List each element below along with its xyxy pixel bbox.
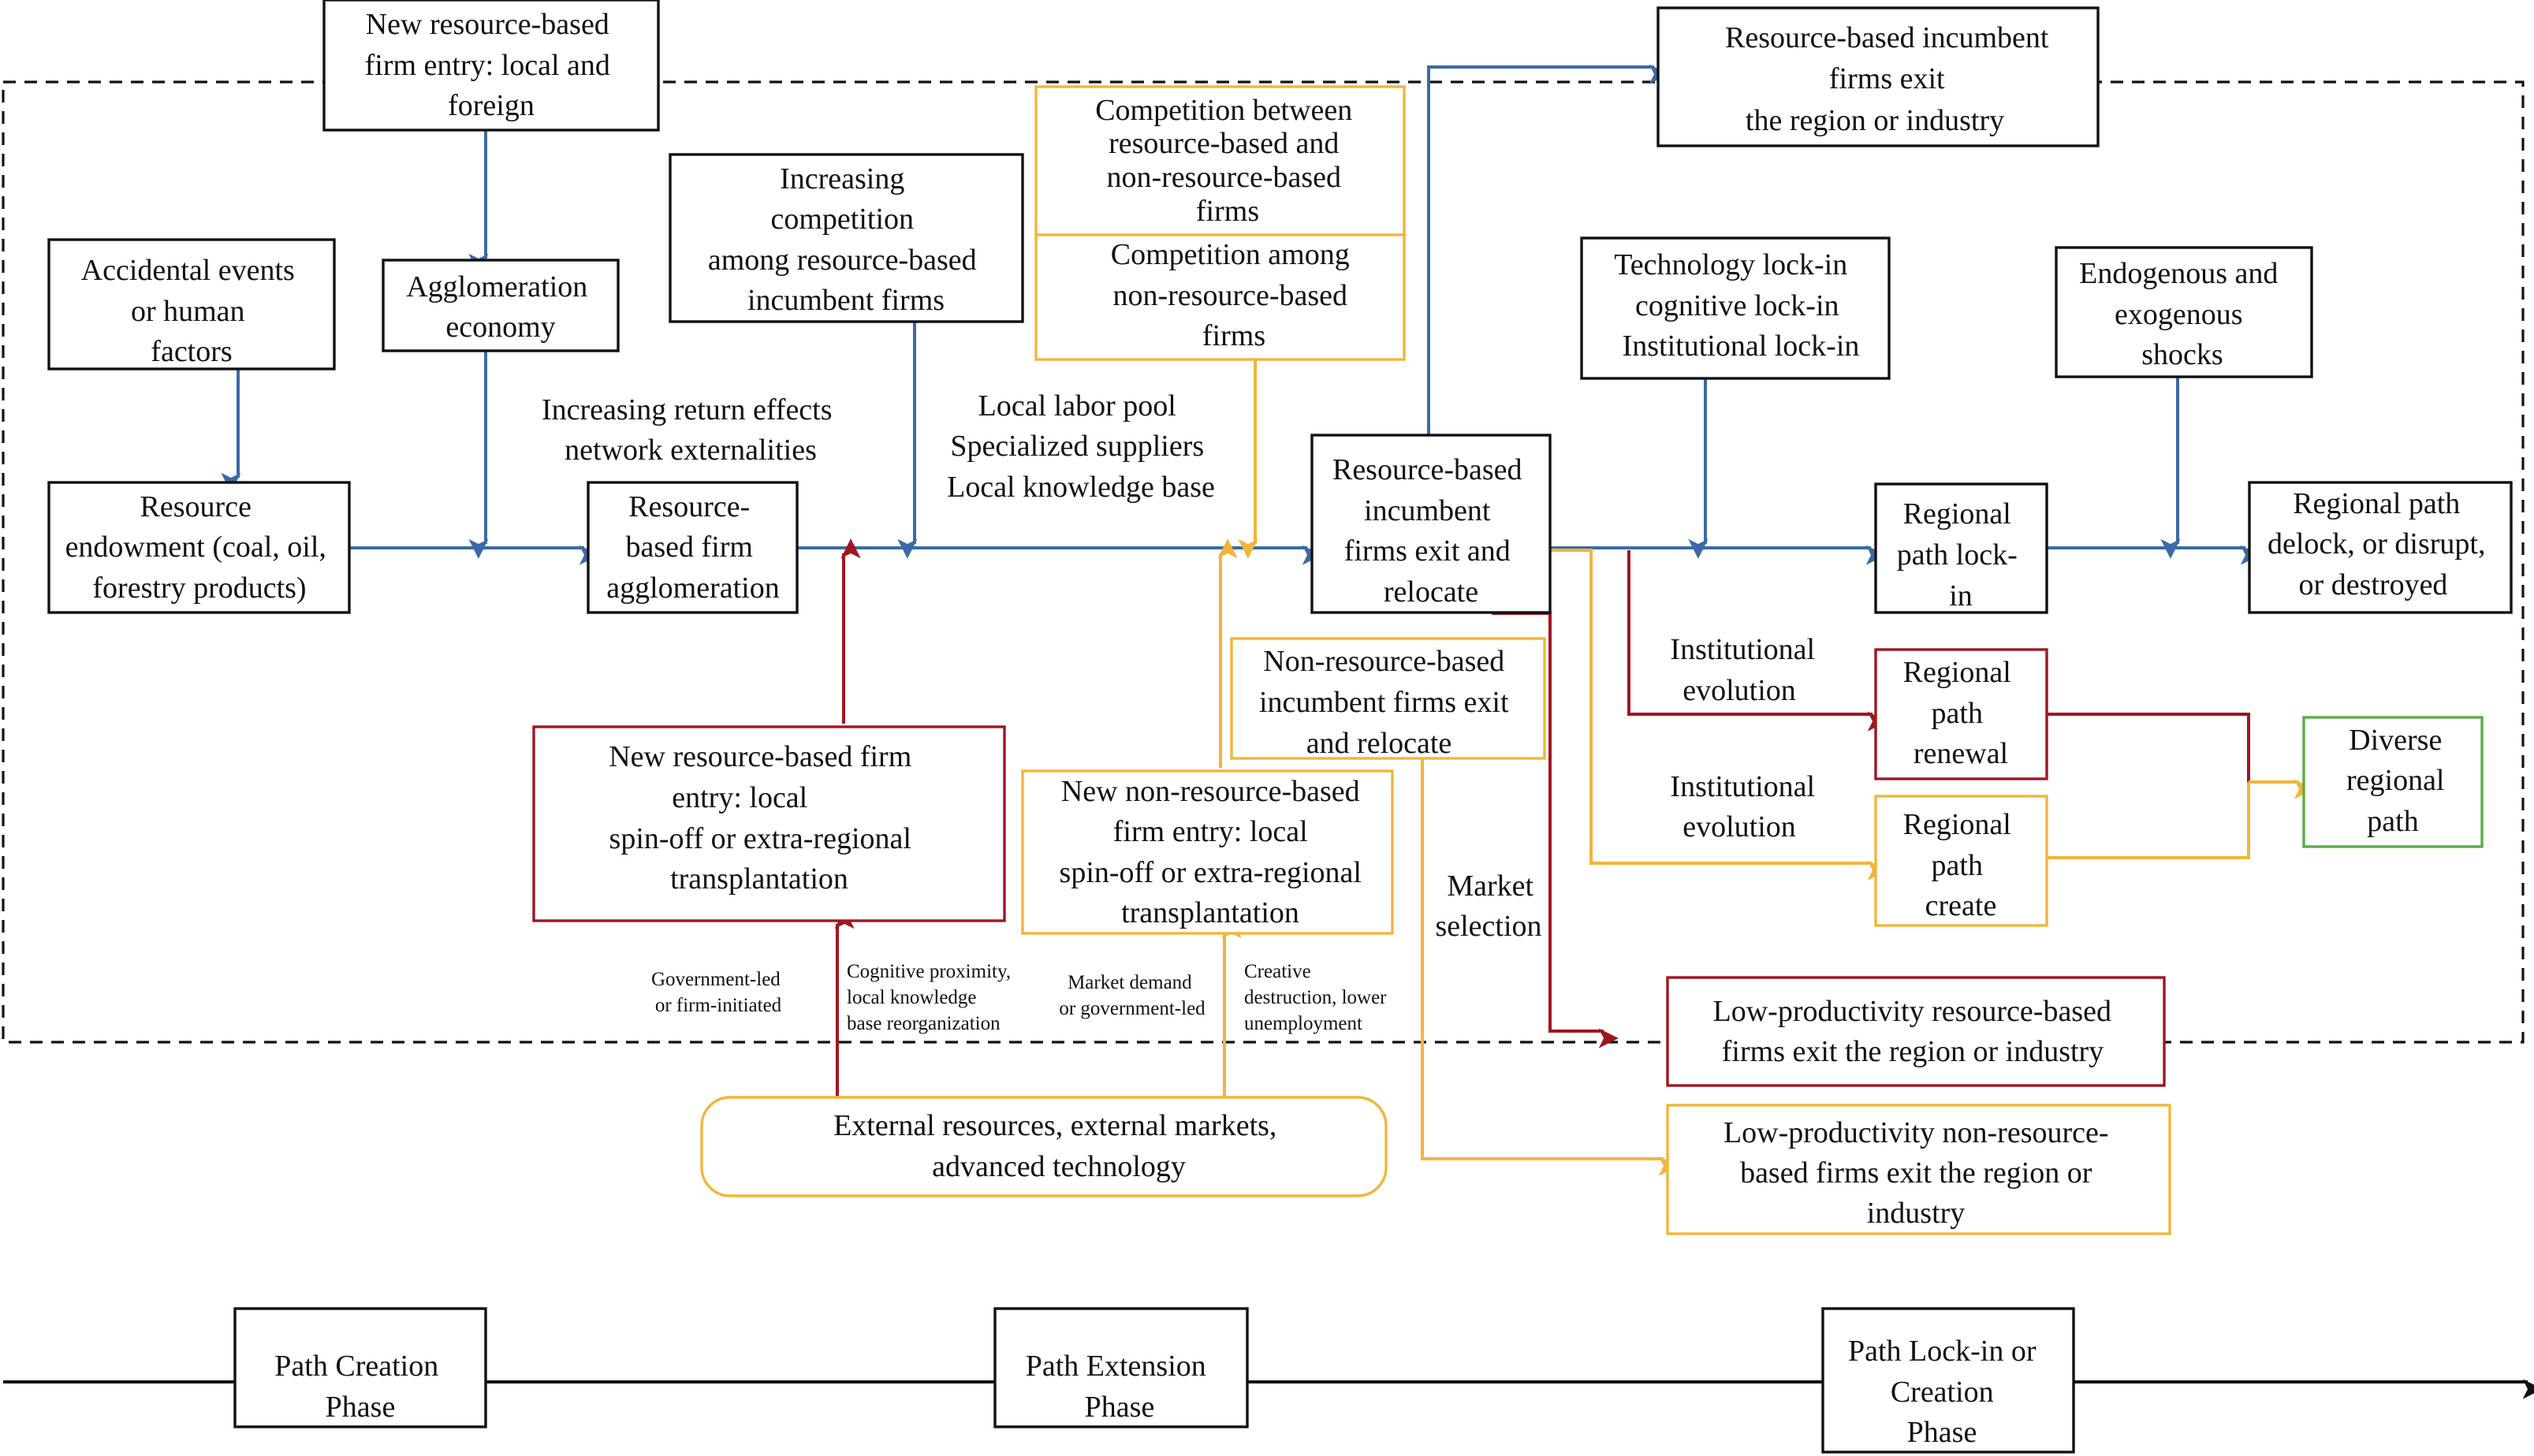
labor-pool-label: Local labor pool Specialized suppliers L…	[947, 389, 1215, 504]
new-resource-spinoff-box	[532, 725, 1006, 922]
competition-among-nonresource-text: Competition among non-resource-based fir…	[1111, 238, 1357, 352]
new-resource-spinoff-text: New resource-based firm entry: local spi…	[609, 740, 919, 896]
lockin-types-box	[1580, 236, 1891, 380]
line-create-to-diverse	[2047, 782, 2250, 859]
phase-lockin-text: Path Lock-in or Creation Phase	[1848, 1335, 2044, 1449]
path-delock-text: Regional path delock, or disrupt, or des…	[2268, 487, 2493, 601]
connectors	[3, 64, 2534, 1399]
low-prod-resource-box	[1666, 976, 2166, 1087]
path-renewal-box	[1874, 648, 2048, 780]
path-lockin-box	[1874, 482, 2048, 614]
nonresource-exit-text: Non-resource-based incumbent firms exit …	[1259, 645, 1516, 760]
return-effects-label: Increasing return effects network extern…	[542, 393, 840, 467]
resource-endowment-text: Resource endowment (coal, oil, forestry …	[65, 490, 334, 605]
resource-endowment-box	[47, 481, 351, 614]
competition-between-box	[1034, 85, 1406, 236]
incumbent-exit-relocate-box	[1310, 434, 1552, 614]
increasing-competition-text: Increasing competition among resource-ba…	[708, 162, 984, 317]
shocks-text: Endogenous and exogenous shocks	[2079, 257, 2286, 371]
shocks-box	[2055, 246, 2313, 378]
low-prod-nonresource-box	[1666, 1104, 2171, 1235]
external-resources-text: External resources, external markets, ad…	[833, 1109, 1284, 1183]
line-renewal-to-diverse	[2047, 713, 2250, 782]
market-selection-label: Market selection	[1435, 870, 1541, 943]
competition-between-text: Competition between resource-based and n…	[1095, 94, 1360, 228]
phase-creation-text: Path Creation Phase	[274, 1350, 445, 1424]
path-create-text: Regional path create	[1903, 808, 2019, 922]
competition-among-nonresource-box	[1034, 233, 1406, 361]
incumbent-exit-relocate-text: Resource-based incumbent firms exit and …	[1332, 453, 1530, 609]
edge-labels: Increasing return effects network extern…	[542, 389, 1822, 1034]
arrow-incumbent-to-exit-region	[1427, 64, 1669, 435]
nonresource-exit-box	[1230, 637, 1546, 760]
institutional-evolution-label-2: Institutional evolution	[1670, 770, 1822, 843]
external-resources-box	[700, 1096, 1388, 1197]
resource-agglomeration-box	[587, 481, 799, 614]
agglomeration-economy-text: Agglomeration economy	[406, 270, 595, 344]
arrow-create-branch	[1550, 549, 1887, 881]
path-lockin-text: Regional path lock- in	[1897, 497, 2025, 613]
cognitive-proximity-label: Cognitive proximity, local knowledge bas…	[847, 961, 1015, 1034]
accidental-events-text: Accidental events or human factors	[81, 254, 303, 368]
phase-creation-box	[233, 1307, 487, 1428]
incumbent-exit-region-text: Resource-based incumbent firms exit the …	[1725, 21, 2056, 137]
new-nonresource-spinoff-box	[1021, 769, 1394, 935]
path-renewal-text: Regional path renewal	[1903, 656, 2019, 770]
agglomeration-economy-box	[382, 259, 620, 352]
low-prod-resource-text: Low-productivity resource-based firms ex…	[1713, 995, 2119, 1068]
diverse-path-text: Diverse regional path	[2346, 724, 2452, 838]
new-firm-entry-text: New resource-based firm entry: local and…	[365, 8, 618, 122]
institutional-evolution-label-1: Institutional evolution	[1670, 633, 1822, 707]
resource-agglomeration-text: Resource- based firm agglomeration	[606, 490, 779, 605]
new-firm-entry-box	[322, 0, 660, 132]
path-delock-box	[2248, 481, 2513, 614]
new-nonresource-spinoff-text: New non-resource-based firm entry: local…	[1060, 775, 1369, 929]
arrow-market-selection-nonresource	[1421, 758, 1679, 1176]
incumbent-exit-region-box	[1656, 6, 2100, 147]
dashed-frame	[2, 80, 2525, 1044]
phase-extension-box	[993, 1307, 1249, 1428]
phase-extension-text: Path Extension Phase	[1026, 1350, 1214, 1424]
gov-led-label: Government-led or firm-initiated	[651, 969, 785, 1016]
low-prod-nonresource-text: Low-productivity non-resource- based fir…	[1723, 1116, 2116, 1230]
phase-timeline: Path Creation Phase Path Extension Phase…	[233, 1307, 2075, 1454]
phase-lockin-box	[1821, 1307, 2075, 1454]
path-create-box	[1874, 795, 2048, 927]
market-demand-label: Market demand or government-led	[1059, 972, 1206, 1019]
boxes: New resource-based firm entry: local and…	[47, 0, 2513, 1235]
creative-destruction-label: Creative destruction, lower unemployment	[1244, 961, 1392, 1034]
accidental-events-box	[47, 238, 336, 371]
lockin-types-text: Technology lock-in cognitive lock-in Ins…	[1614, 248, 1859, 363]
arrow-renewal-branch	[1627, 550, 1887, 732]
increasing-competition-box	[669, 153, 1024, 323]
diverse-path-box	[2302, 716, 2484, 848]
